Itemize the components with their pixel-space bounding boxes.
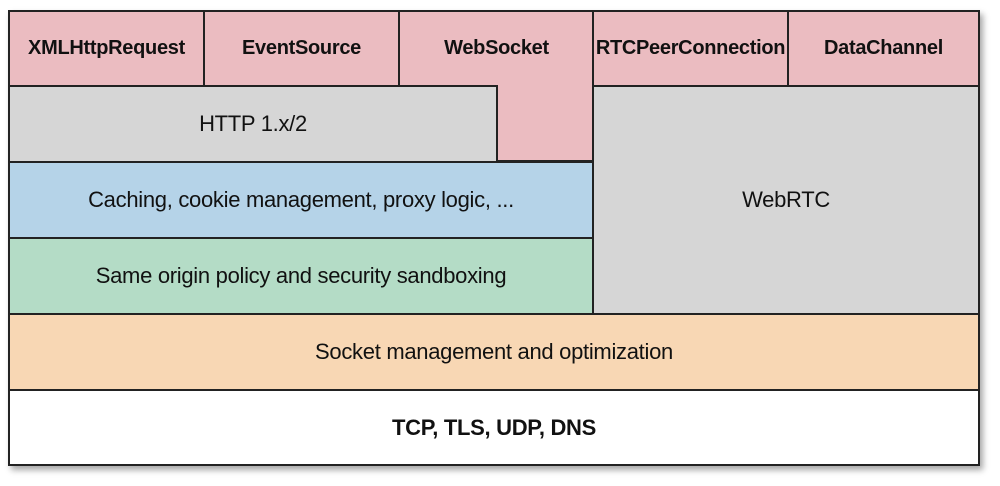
socket-management-layer: Socket management and optimization — [8, 313, 980, 391]
rtcpeerconnection-block: RTCPeerConnection — [592, 10, 789, 87]
websocket-label: WebSocket — [444, 37, 549, 59]
diagram-frame: XMLHttpRequest EventSource WebSocket RTC… — [8, 10, 980, 466]
websocket-label-box: WebSocket — [399, 10, 594, 87]
http-layer-label: HTTP 1.x/2 — [199, 111, 307, 136]
security-layer-label: Same origin policy and security sandboxi… — [95, 263, 507, 288]
datachannel-label: DataChannel — [824, 37, 943, 59]
caching-layer-label: Caching, cookie management, proxy logic,… — [88, 187, 514, 212]
security-layer: Same origin policy and security sandboxi… — [8, 237, 594, 315]
datachannel-block: DataChannel — [787, 10, 980, 87]
transport-layer-label: TCP, TLS, UDP, DNS — [391, 414, 597, 440]
caching-layer: Caching, cookie management, proxy logic,… — [8, 161, 594, 239]
http-layer: HTTP 1.x/2 — [8, 85, 498, 163]
transport-layer: TCP, TLS, UDP, DNS — [8, 389, 980, 466]
webrtc-layer-label: WebRTC — [742, 187, 830, 212]
rtcpeerconnection-label: RTCPeerConnection — [595, 37, 786, 59]
socket-management-label: Socket management and optimization — [315, 339, 673, 364]
webrtc-layer: WebRTC — [592, 85, 980, 315]
